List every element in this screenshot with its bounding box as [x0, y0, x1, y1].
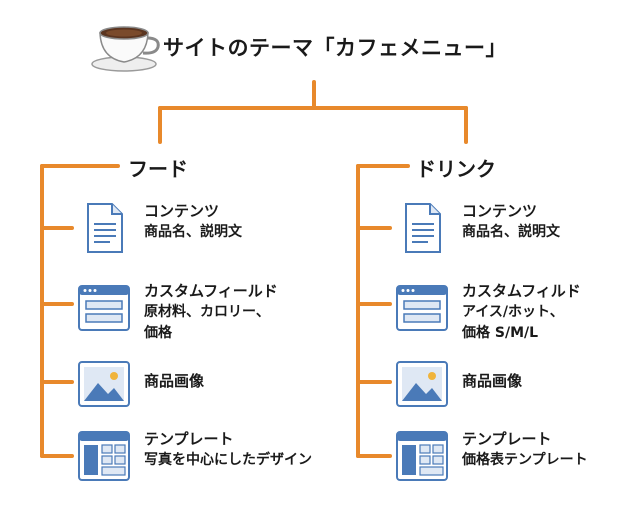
- item-description: アイス/ホット、 価格 S/M/L: [462, 304, 564, 341]
- item-title: コンテンツ: [462, 202, 538, 220]
- column-heading-drink: ドリンク: [416, 157, 496, 181]
- drink-content-item: コンテンツ 商品名、説明文: [394, 200, 560, 256]
- layout-template-icon: [78, 431, 130, 481]
- food-custom-field-item: カスタムフィールド 原材料、カロリー、 価格: [76, 280, 278, 344]
- form-window-icon: [78, 285, 130, 331]
- item-title: 商品画像: [462, 372, 523, 390]
- coffee-cup-icon: [91, 26, 160, 72]
- item-title: カスタムフィールド: [144, 282, 278, 300]
- form-window-icon: [396, 285, 448, 331]
- item-title: テンプレート: [144, 430, 234, 448]
- item-title: コンテンツ: [144, 202, 220, 220]
- food-image-item: 商品画像: [76, 356, 204, 412]
- column-heading-food: フード: [128, 157, 188, 181]
- drink-template-item: テンプレート 価格表テンプレート: [394, 428, 588, 484]
- image-icon: [78, 361, 130, 407]
- page-title: サイトのテーマ「カフェメニュー」: [163, 36, 507, 60]
- item-title: 商品画像: [144, 372, 205, 390]
- image-icon: [396, 361, 448, 407]
- item-title: テンプレート: [462, 430, 552, 448]
- item-title: カスタムフィルド: [462, 282, 581, 300]
- item-description: 商品名、説明文: [144, 224, 242, 240]
- drink-custom-field-item: カスタムフィルド アイス/ホット、 価格 S/M/L: [394, 280, 581, 344]
- food-template-item: テンプレート 写真を中心にしたデザイン: [76, 428, 312, 484]
- item-description: 価格表テンプレート: [462, 452, 588, 468]
- food-content-item: コンテンツ 商品名、説明文: [76, 200, 242, 256]
- layout-template-icon: [396, 431, 448, 481]
- item-description: 原材料、カロリー、 価格: [144, 304, 270, 341]
- document-icon: [405, 203, 441, 253]
- item-description: 商品名、説明文: [462, 224, 560, 240]
- item-description: 写真を中心にしたデザイン: [144, 452, 312, 468]
- document-icon: [87, 203, 123, 253]
- drink-image-item: 商品画像: [394, 356, 522, 412]
